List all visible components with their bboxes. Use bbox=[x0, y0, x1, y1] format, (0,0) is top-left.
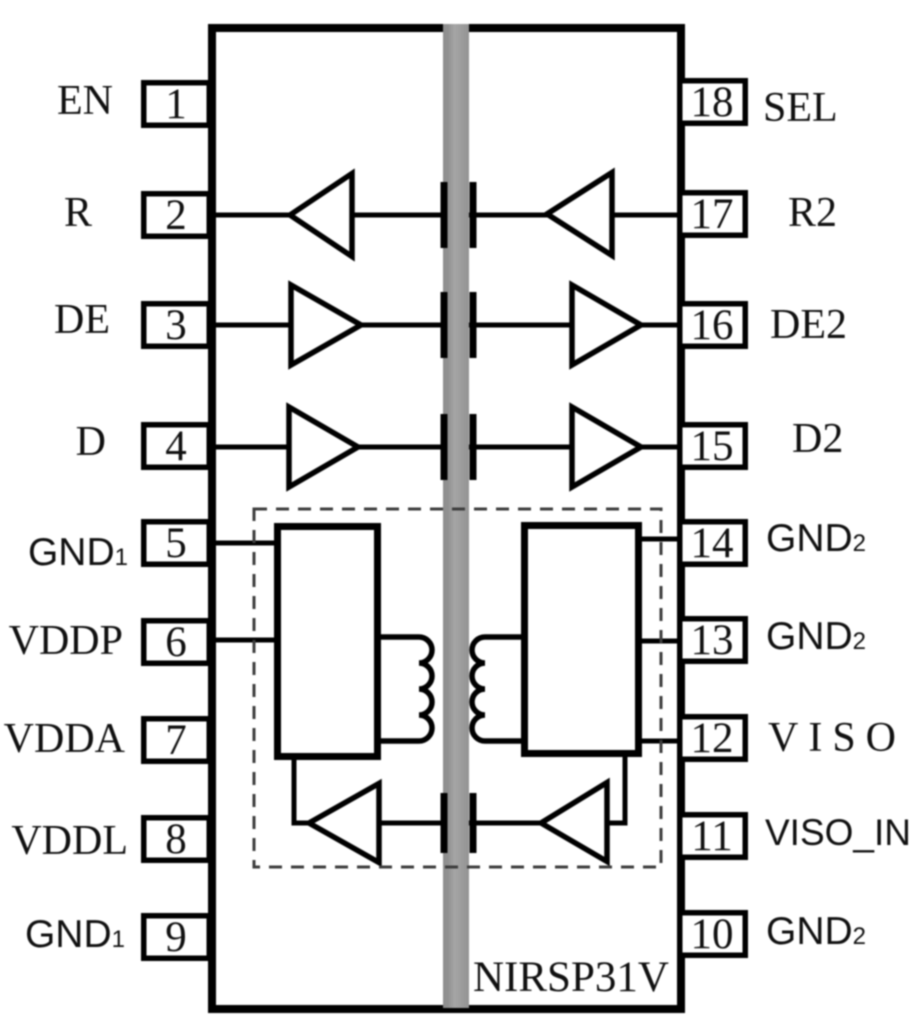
svg-text:14: 14 bbox=[691, 520, 734, 567]
svg-text:6: 6 bbox=[165, 619, 187, 666]
svg-text:10: 10 bbox=[691, 911, 734, 958]
svg-text:VISO: VISO bbox=[768, 715, 906, 761]
svg-text:18: 18 bbox=[691, 79, 734, 126]
svg-text:13: 13 bbox=[691, 617, 734, 664]
svg-text:VDDA: VDDA bbox=[4, 716, 126, 762]
svg-text:15: 15 bbox=[691, 423, 734, 470]
svg-text:8: 8 bbox=[165, 816, 187, 863]
svg-text:D: D bbox=[76, 419, 106, 465]
svg-text:2: 2 bbox=[165, 192, 187, 239]
svg-text:VISO_IN: VISO_IN bbox=[765, 812, 911, 853]
svg-text:3: 3 bbox=[165, 302, 187, 349]
svg-text:GND1: GND1 bbox=[25, 913, 125, 956]
svg-text:5: 5 bbox=[165, 520, 187, 567]
svg-text:R2: R2 bbox=[788, 190, 837, 236]
svg-text:R: R bbox=[64, 190, 92, 236]
svg-text:1: 1 bbox=[165, 81, 187, 128]
svg-text:17: 17 bbox=[691, 191, 734, 238]
svg-text:DE: DE bbox=[54, 297, 110, 343]
svg-text:D2: D2 bbox=[792, 416, 843, 462]
svg-text:DE2: DE2 bbox=[770, 302, 847, 348]
svg-text:9: 9 bbox=[165, 914, 187, 961]
svg-text:GND1: GND1 bbox=[28, 531, 128, 574]
svg-text:NIRSP31V: NIRSP31V bbox=[473, 954, 669, 1001]
svg-text:7: 7 bbox=[165, 717, 187, 764]
svg-text:16: 16 bbox=[691, 302, 734, 349]
svg-text:11: 11 bbox=[691, 813, 732, 860]
svg-text:GND2: GND2 bbox=[766, 910, 866, 953]
svg-text:VDDL: VDDL bbox=[11, 818, 128, 864]
svg-text:4: 4 bbox=[165, 423, 187, 470]
svg-text:EN: EN bbox=[57, 78, 113, 124]
svg-text:GND2: GND2 bbox=[766, 615, 866, 658]
svg-text:SEL: SEL bbox=[763, 85, 838, 131]
svg-text:VDDP: VDDP bbox=[9, 618, 123, 664]
svg-text:12: 12 bbox=[691, 715, 734, 762]
svg-text:GND2: GND2 bbox=[766, 517, 866, 560]
